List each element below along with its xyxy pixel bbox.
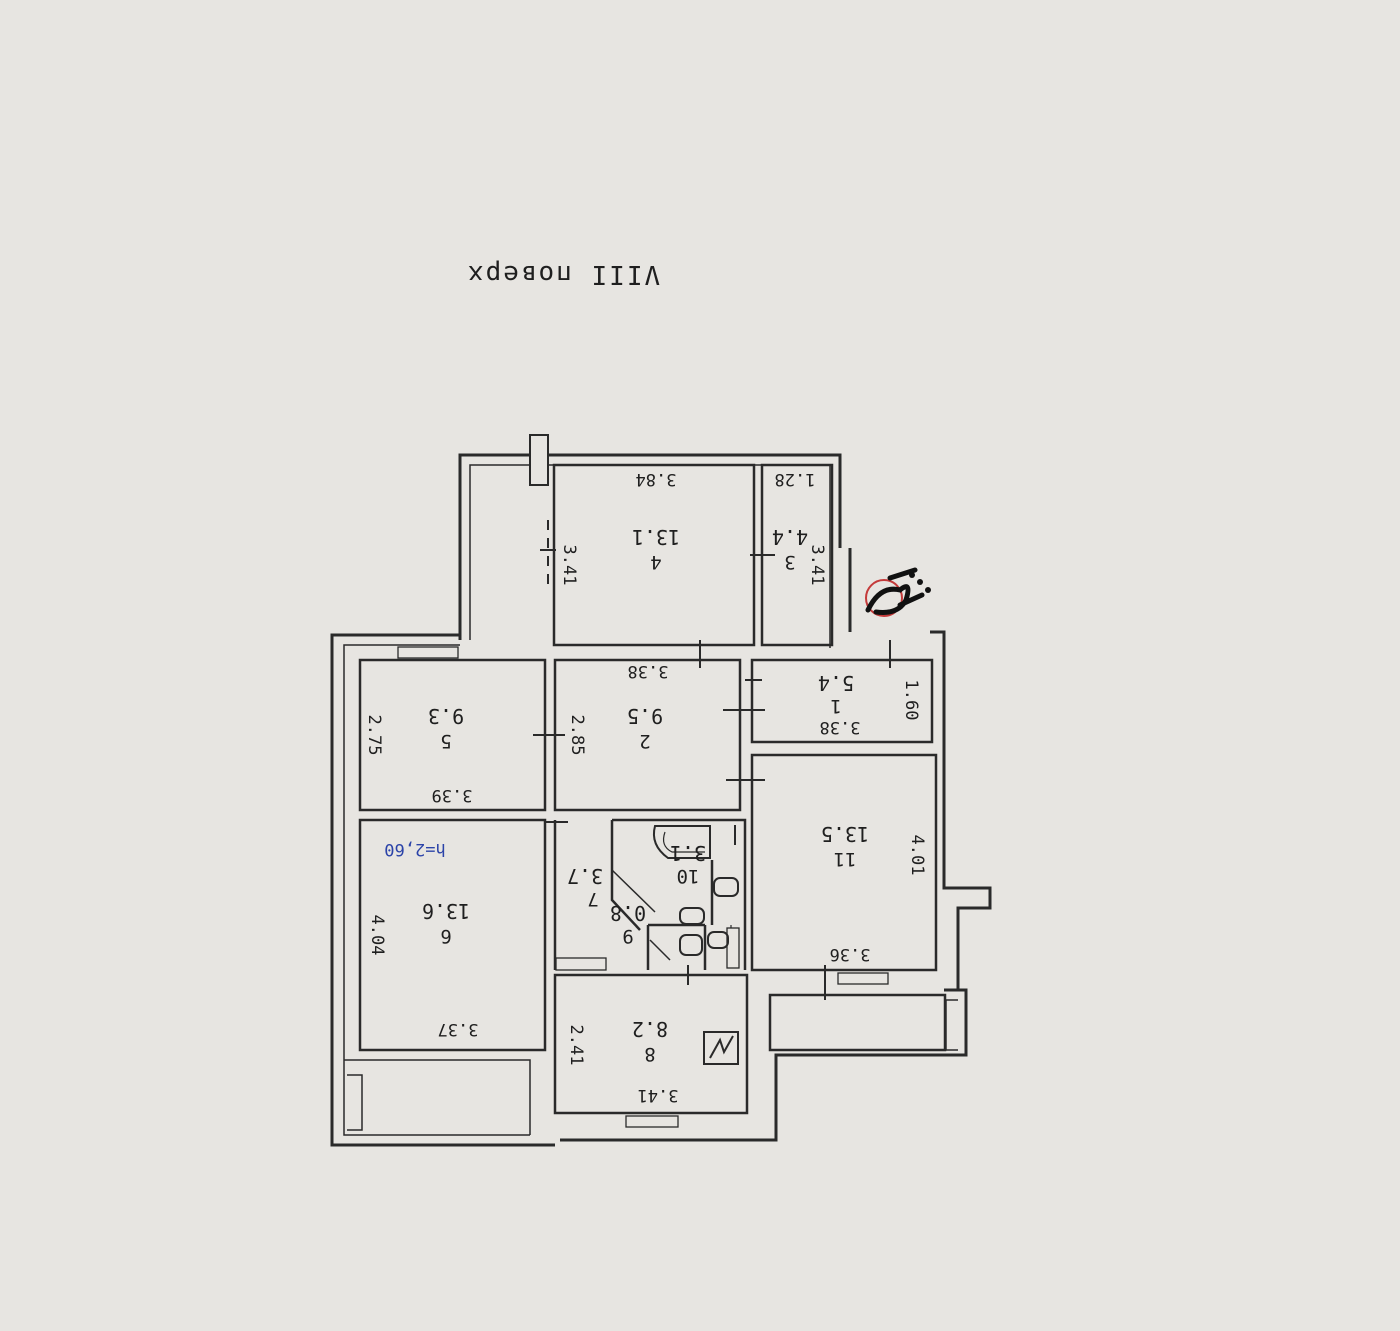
room-11-area: 13.5 (821, 822, 869, 846)
room-9-number: 9 (622, 925, 633, 947)
floor-title-group: VIII поверх (466, 259, 660, 289)
room-1-area: 5.4 (818, 671, 854, 695)
room-3-area: 4.4 (772, 525, 808, 549)
room-6-dim-width: 3.37 (438, 1019, 479, 1039)
room-11-outline (750, 753, 938, 972)
door-marks (533, 520, 891, 1000)
room-11-dim-width: 3.36 (830, 944, 871, 964)
room-6-outline (358, 818, 547, 1052)
windows (397, 646, 889, 1128)
height-label: h=2,60 (384, 839, 445, 859)
room-5-dim-length: 2.75 (364, 715, 384, 756)
floor-title: VIII поверх (466, 259, 660, 289)
room-3-number: 3 (784, 551, 795, 573)
toilet-icon (713, 877, 739, 897)
room-9-area: 0.8 (610, 901, 646, 925)
bathroom-fixtures (611, 825, 739, 961)
room-labels: 4 13.1 3.84 3.41 3 4.4 1.28 3.41 5 9.3 3… (364, 469, 927, 1105)
room-11-dim-length: 4.01 (907, 835, 927, 876)
room-6-dim-length: 4.04 (367, 915, 387, 956)
room-2-number: 2 (639, 730, 650, 752)
room-1-outline (750, 658, 934, 744)
room-6-area: 13.6 (422, 899, 470, 923)
room-4-number: 4 (650, 551, 661, 573)
room-2-dim-length: 2.85 (567, 715, 587, 756)
sink-icon-2 (707, 931, 729, 949)
room-4-dim-length: 3.41 (559, 545, 579, 586)
room-10-number: 10 (677, 865, 700, 887)
room-5-number: 5 (440, 730, 451, 752)
room-2-area: 9.5 (627, 704, 663, 728)
stamp-mark (865, 567, 931, 617)
room-1-dim-width: 3.38 (820, 717, 861, 737)
room-1-dim-length: 1.60 (901, 680, 921, 721)
room-8-area: 8.2 (632, 1017, 668, 1041)
room-1-number: 1 (830, 695, 841, 717)
room-5-area: 9.3 (428, 704, 464, 728)
room-5-dim-width: 3.39 (432, 785, 473, 805)
sink-icon (679, 907, 705, 925)
room-4-area: 13.1 (632, 525, 680, 549)
electrical-panel-icon (703, 1031, 739, 1065)
outer-walls (330, 434, 992, 1147)
room-4-dim-width: 3.84 (636, 469, 677, 489)
room-8-dim-width: 3.41 (638, 1085, 679, 1105)
room-8-number: 8 (644, 1043, 655, 1065)
room-7-area: 3.7 (567, 864, 603, 888)
room-10-area: 3.1 (670, 841, 706, 865)
room-3-dim-width: 1.28 (775, 469, 816, 489)
room-6-number: 6 (440, 925, 451, 947)
room-8-dim-length: 2.41 (566, 1025, 586, 1066)
room-2-dim-width: 3.38 (628, 661, 669, 681)
height-label-group: h=2,60 (384, 839, 445, 859)
room-11-number: 11 (834, 848, 857, 870)
room-8-outline (553, 973, 749, 1115)
bottom-right-balcony (768, 993, 947, 1052)
toilet-icon-2 (679, 934, 703, 956)
room-3-dim-length: 3.41 (807, 545, 827, 586)
room-7-number: 7 (587, 888, 598, 910)
